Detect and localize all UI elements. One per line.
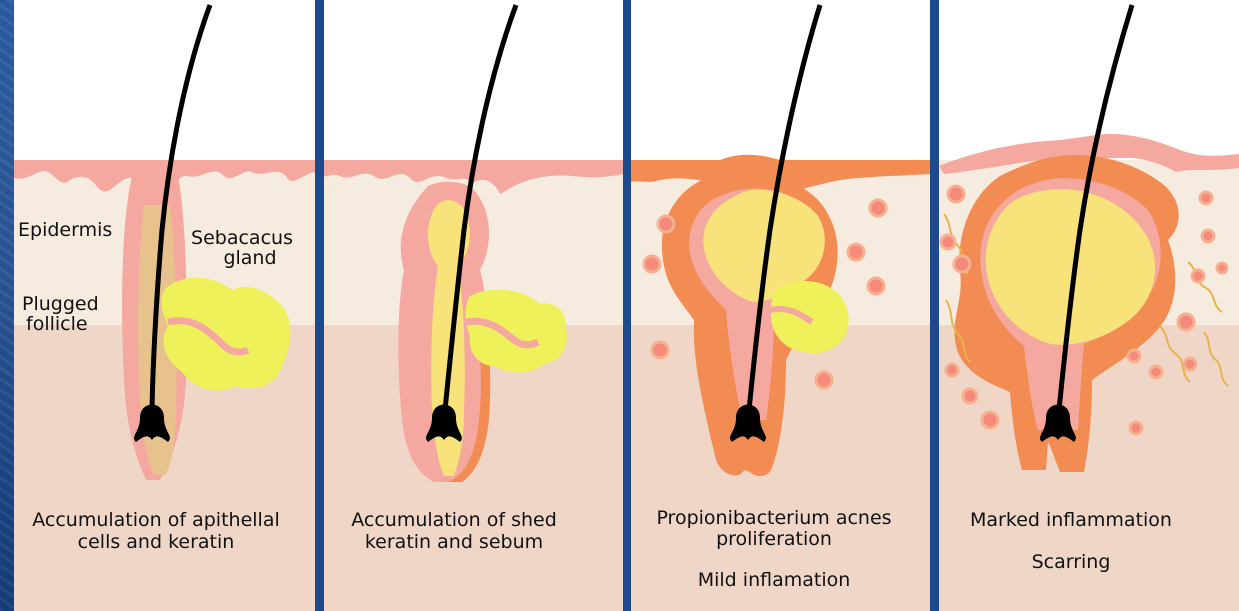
bacteria-dot <box>1202 230 1214 242</box>
bacteria-dot <box>658 216 674 232</box>
panel-divider <box>623 0 631 611</box>
stage-3-caption-line-1: Propionibacterium acnes <box>656 507 891 529</box>
bacteria-dot <box>1130 422 1142 434</box>
stage-1-caption-line-1: Accumulation of apithellal <box>32 509 280 531</box>
panel-divider <box>315 0 324 611</box>
epidermis-label: Epidermis <box>18 219 112 241</box>
bacteria-dot <box>652 342 668 358</box>
bacteria-dot <box>644 256 660 272</box>
sebaceous-gland-label-line-2: gland <box>223 247 276 269</box>
stage-2-caption-line-1: Accumulation of shed <box>351 509 557 531</box>
bacteria-dot <box>1184 358 1196 370</box>
stage-2-panel: Accumulation of shed keratin and sebum <box>324 0 623 611</box>
stage-4-sky <box>939 0 1239 160</box>
bacteria-dot <box>848 244 864 260</box>
bacteria-dot <box>1217 263 1227 273</box>
bacteria-dot <box>941 235 955 249</box>
stage-1-panel: Accumulation of apithellal cells and ker… <box>14 0 315 611</box>
bacteria-dot <box>1178 314 1194 330</box>
sebaceous-gland-label-line-1: Sebacacus <box>191 227 293 249</box>
bacteria-dot <box>1200 192 1212 204</box>
bacteria-dot <box>963 389 977 403</box>
stage-3-extra-caption: Mild inflamation <box>698 569 851 591</box>
stage-2-caption-line-2: keratin and sebum <box>365 531 543 553</box>
bacteria-dot <box>954 256 970 272</box>
stage-2-sky <box>324 0 623 160</box>
stage-4-panel: Marked inflammation Scarring <box>939 0 1239 611</box>
bacteria-dot <box>946 364 958 376</box>
panel-divider <box>930 0 939 611</box>
bacteria-dot <box>816 372 832 388</box>
bacteria-dot <box>982 412 998 428</box>
bacteria-dot <box>948 186 964 202</box>
bacteria-dot <box>870 200 886 216</box>
plugged-follicle-label-line-1: Plugged <box>22 293 99 315</box>
stage-4-caption-line-1: Marked inflammation <box>970 509 1172 531</box>
bacteria-dot <box>1192 270 1204 282</box>
stage-1-sky <box>14 0 315 160</box>
stage-3-sky <box>631 0 930 160</box>
bacteria-dot <box>1128 350 1140 362</box>
bacteria-dot <box>868 278 884 294</box>
stage-1-caption-line-2: cells and keratin <box>78 531 235 553</box>
bacteria-dot <box>1150 366 1162 378</box>
stage-3-caption-line-2: proliferation <box>716 528 832 550</box>
stage-4-extra-caption: Scarring <box>1032 551 1111 573</box>
stage-3-panel: Propionibacterium acnes proliferation Mi… <box>631 0 930 611</box>
plugged-follicle-label-line-2: follicle <box>26 313 88 335</box>
